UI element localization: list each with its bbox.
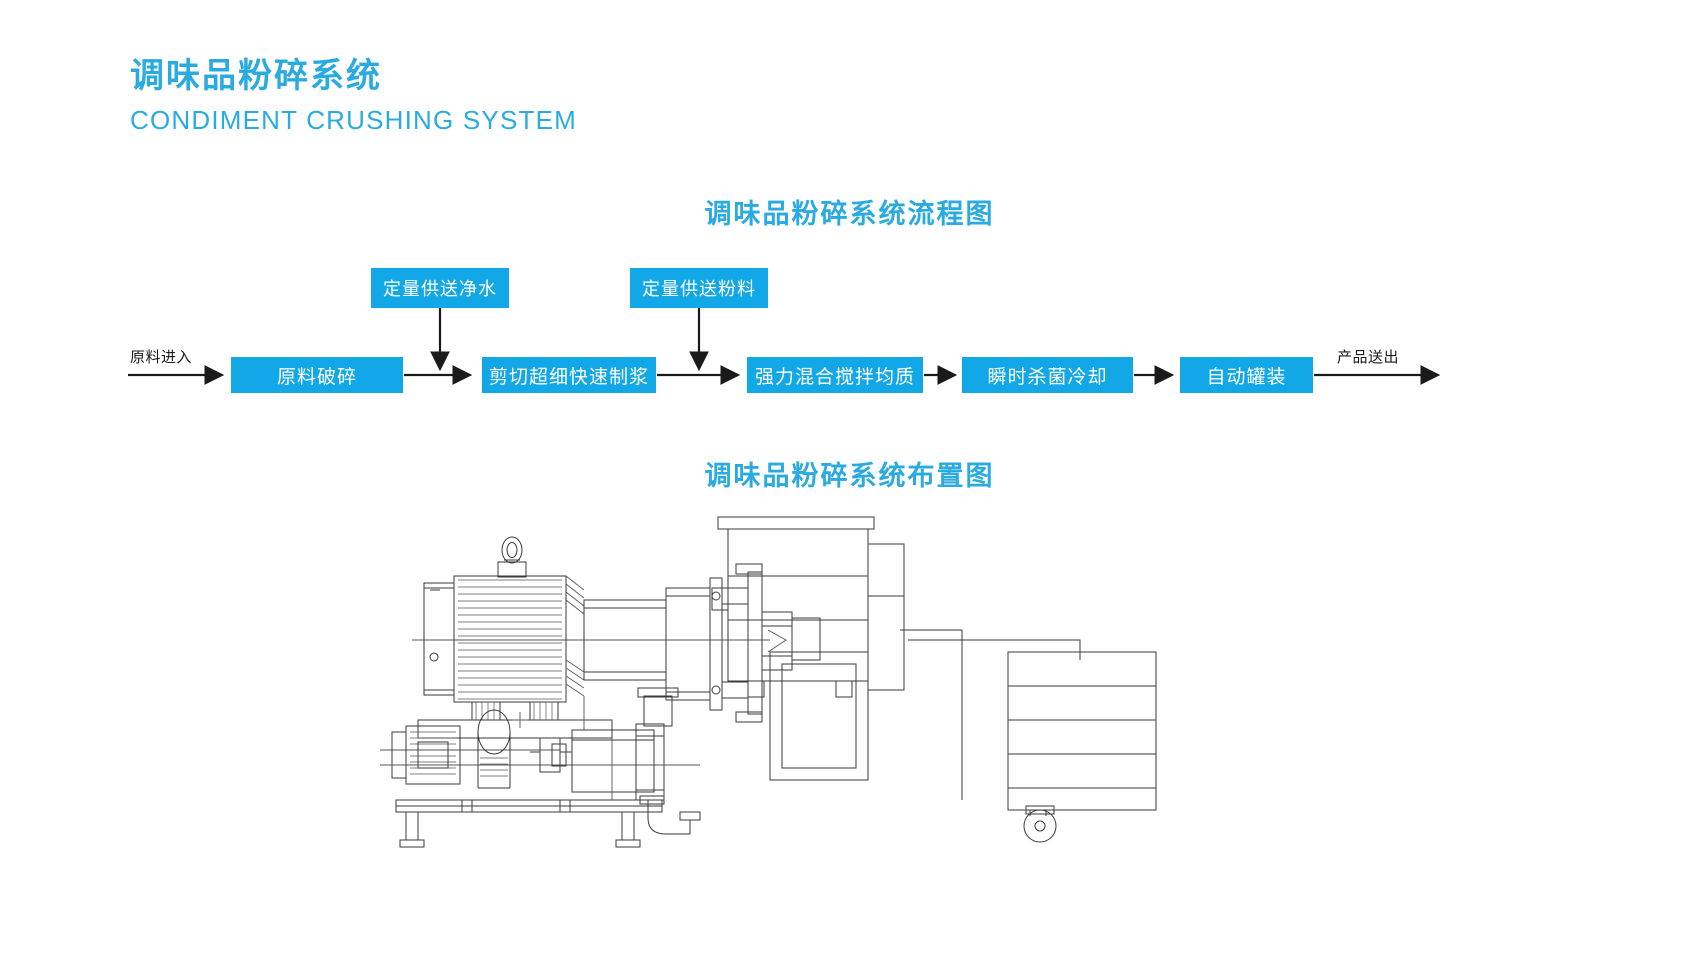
flow-stage-box-2[interactable]: 剪切超细快速制浆 [482,357,656,393]
flow-stage-box-3[interactable]: 强力混合搅拌均质 [747,357,923,393]
flow-input-label: 原料进入 [130,349,193,366]
flow-output-label: 产品送出 [1337,349,1400,366]
flow-feeder-box-1[interactable]: 定量供送净水 [371,268,509,308]
process-tank-outline [711,516,905,781]
flow-chart-heading: 调味品粉碎系统流程图 [704,199,995,229]
process-flow-chart: 定量供送净水 定量供送粉料 原料进入 产品送出 原料破碎 剪切超细快速制浆 强力… [0,255,1699,425]
auxiliary-pump-outline [391,687,701,835]
equipment-layout-drawing [0,500,1699,920]
flow-feeder-box-2[interactable]: 定量供送粉料 [630,268,768,308]
high-shear-mixer-outline [721,563,821,723]
base-frame-outline [395,799,663,848]
flow-stage-box-5[interactable]: 自动罐装 [1180,357,1313,393]
equipment-line-art [380,516,1157,848]
flow-stage-box-4[interactable]: 瞬时杀菌冷却 [962,357,1133,393]
layout-drawing-heading: 调味品粉碎系统布置图 [704,461,995,491]
coupling-housing-outline [583,577,723,711]
page-title-en: CONDIMENT CRUSHING SYSTEM [130,104,577,135]
trolley-outline [1007,651,1157,843]
drive-motor-outline [417,536,613,739]
flow-stage-box-1[interactable]: 原料破碎 [231,357,403,393]
page-title-cn: 调味品粉碎系统 [130,57,382,95]
flow-connectors [128,308,1441,385]
page-header: 调味品粉碎系统 CONDIMENT CRUSHING SYSTEM [130,55,577,137]
discharge-pipe-outline [900,629,1081,800]
